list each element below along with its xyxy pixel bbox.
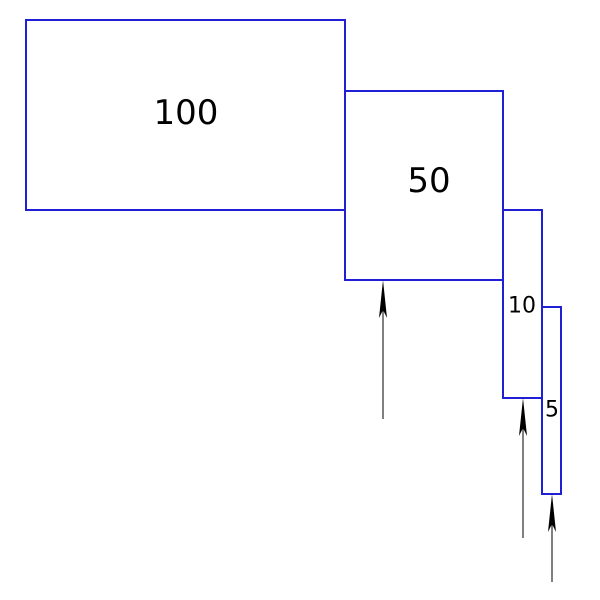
block-50-label: 50 xyxy=(407,161,450,201)
block-100-rect xyxy=(25,19,346,211)
block-10-label: 10 xyxy=(508,294,536,319)
arrow-head xyxy=(548,494,556,532)
block-10: 10 xyxy=(502,209,543,399)
block-100-label: 100 xyxy=(154,93,219,133)
block-100: 100 xyxy=(25,19,346,211)
block-5-label: 5 xyxy=(545,398,559,423)
arrow-under-block-5 xyxy=(548,494,556,582)
block-5: 5 xyxy=(541,306,562,495)
block-50: 50 xyxy=(344,90,504,281)
arrow-under-block-10 xyxy=(519,398,527,538)
arrow-head xyxy=(519,398,527,436)
block-50-rect xyxy=(344,90,504,281)
block-10-rect xyxy=(502,209,543,399)
arrow-head xyxy=(379,280,387,318)
arrow-under-block-50 xyxy=(379,280,387,419)
block-5-rect xyxy=(541,306,562,495)
